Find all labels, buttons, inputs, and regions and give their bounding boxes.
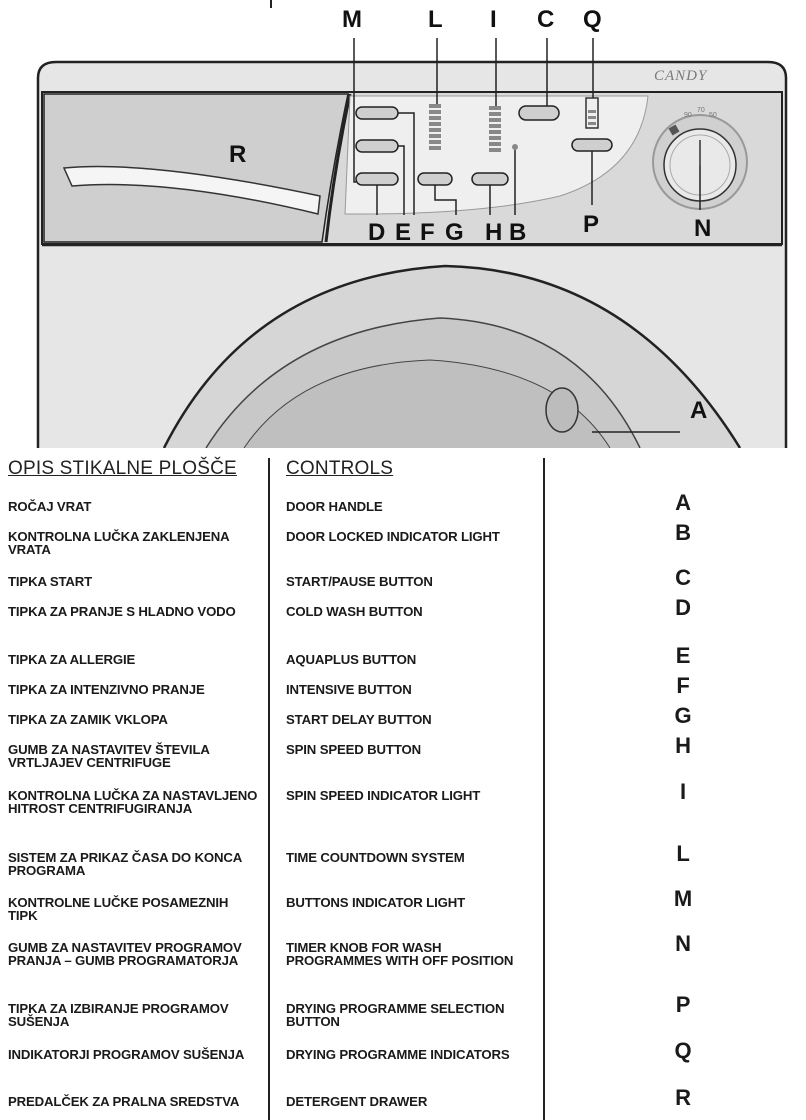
cold-wash-button-shape — [355, 172, 399, 186]
callout-letter: I — [680, 779, 686, 804]
label-slovenian: SISTEM ZA PRIKAZ ČASA DO KONCA PROGRAMA — [8, 850, 242, 878]
svg-text:50: 50 — [709, 112, 717, 119]
label-slovenian: TIPKA START — [8, 574, 93, 589]
callout-letter: F — [676, 673, 690, 698]
callout-letter: A — [675, 490, 691, 515]
label-english: TIME COUNTDOWN SYSTEM — [286, 850, 465, 865]
callout-letter: Q — [674, 1038, 692, 1063]
svg-text:70: 70 — [697, 107, 705, 114]
header-english: CONTROLS — [286, 458, 394, 479]
callout-letter: R — [675, 1085, 691, 1110]
callout-h: H — [485, 219, 502, 246]
label-slovenian: TIPKA ZA PRANJE S HLADNO VODO — [8, 604, 236, 619]
callout-q: Q — [583, 6, 602, 33]
callout-letter: N — [675, 931, 691, 956]
brand-logo: CANDY — [654, 68, 708, 84]
aquaplus-button-shape — [355, 139, 399, 153]
label-english: DOOR HANDLE — [286, 499, 383, 514]
controls-legend: OPIS STIKALNE PLOŠČE CONTROLS ROČAJ VRAT… — [0, 448, 806, 1120]
label-slovenian: KONTROLNE LUČKE POSAMEZNIH TIPK — [8, 895, 229, 923]
callout-i: I — [490, 6, 497, 33]
start-delay-button-shape — [417, 172, 453, 186]
callout-letter: H — [675, 733, 691, 758]
label-slovenian: ROČAJ VRAT — [8, 499, 92, 514]
label-english: DETERGENT DRAWER — [286, 1094, 428, 1109]
callout-m: M — [342, 6, 362, 33]
label-slovenian: GUMB ZA NASTAVITEV PROGRAMOV PRANJA – GU… — [8, 940, 242, 968]
label-slovenian: TIPKA ZA ZAMIK VKLOPA — [8, 712, 168, 727]
label-slovenian: GUMB ZA NASTAVITEV ŠTEVILA VRTLJAJEV CEN… — [8, 742, 210, 770]
callout-p: P — [583, 211, 599, 238]
label-english: INTENSIVE BUTTON — [286, 682, 412, 697]
drying-button-shape — [571, 138, 613, 152]
callout-letter: G — [674, 703, 692, 728]
label-slovenian: INDIKATORJI PROGRAMOV SUŠENJA — [8, 1047, 245, 1062]
callout-letter: E — [675, 643, 691, 668]
header-slovenian: OPIS STIKALNE PLOŠČE — [8, 458, 237, 479]
label-english: DRYING PROGRAMME INDICATORS — [286, 1047, 510, 1062]
callout-letter: M — [673, 886, 693, 911]
label-english: DRYING PROGRAMME SELECTION BUTTON — [286, 1001, 505, 1029]
column-divider-1 — [268, 458, 270, 1120]
callout-e: E — [395, 219, 411, 246]
label-english: COLD WASH BUTTON — [286, 604, 423, 619]
callout-f: F — [420, 219, 435, 246]
label-english: AQUAPLUS BUTTON — [286, 652, 417, 667]
label-english: DOOR LOCKED INDICATOR LIGHT — [286, 529, 500, 544]
callout-b: B — [509, 219, 526, 246]
start-pause-button-shape — [518, 105, 560, 121]
spin-speed-button-shape — [471, 172, 509, 186]
callout-a: A — [690, 397, 707, 424]
label-slovenian: KONTROLNA LUČKA ZAKLENJENA VRATA — [8, 529, 230, 557]
label-slovenian: PREDALČEK ZA PRALNA SREDSTVA — [8, 1094, 240, 1109]
callout-letter: C — [675, 565, 691, 590]
label-english: SPIN SPEED INDICATOR LIGHT — [286, 788, 481, 803]
label-slovenian: TIPKA ZA ALLERGIE — [8, 652, 136, 667]
callout-r: R — [229, 141, 246, 168]
label-english: START DELAY BUTTON — [286, 712, 432, 727]
callout-l: L — [428, 6, 443, 33]
svg-text:90: 90 — [684, 112, 692, 119]
column-divider-2 — [543, 458, 545, 1120]
label-english: START/PAUSE BUTTON — [286, 574, 433, 589]
callout-letter: L — [676, 841, 690, 866]
label-slovenian: TIPKA ZA INTENZIVNO PRANJE — [8, 682, 205, 697]
callout-n: N — [694, 215, 711, 242]
label-slovenian: TIPKA ZA IZBIRANJE PROGRAMOV SUŠENJA — [8, 1001, 229, 1029]
callout-letter: P — [675, 992, 691, 1017]
label-english: TIMER KNOB FOR WASH PROGRAMMES WITH OFF … — [286, 940, 514, 968]
door-lock-light-shape — [512, 144, 518, 150]
callout-g: G — [445, 219, 464, 246]
label-slovenian: KONTROLNA LUČKA ZA NASTAVLJENO HITROST C… — [8, 788, 258, 816]
washing-machine-illustration: CANDY 90 70 50 M L I C Q R D E F G H B P… — [36, 0, 788, 448]
callout-letter: B — [675, 520, 691, 545]
callout-letter: D — [675, 595, 691, 620]
callout-d: D — [368, 219, 385, 246]
label-english: SPIN SPEED BUTTON — [286, 742, 421, 757]
intensive-button-shape — [355, 106, 399, 120]
callout-c: C — [537, 6, 554, 33]
label-english: BUTTONS INDICATOR LIGHT — [286, 895, 465, 910]
